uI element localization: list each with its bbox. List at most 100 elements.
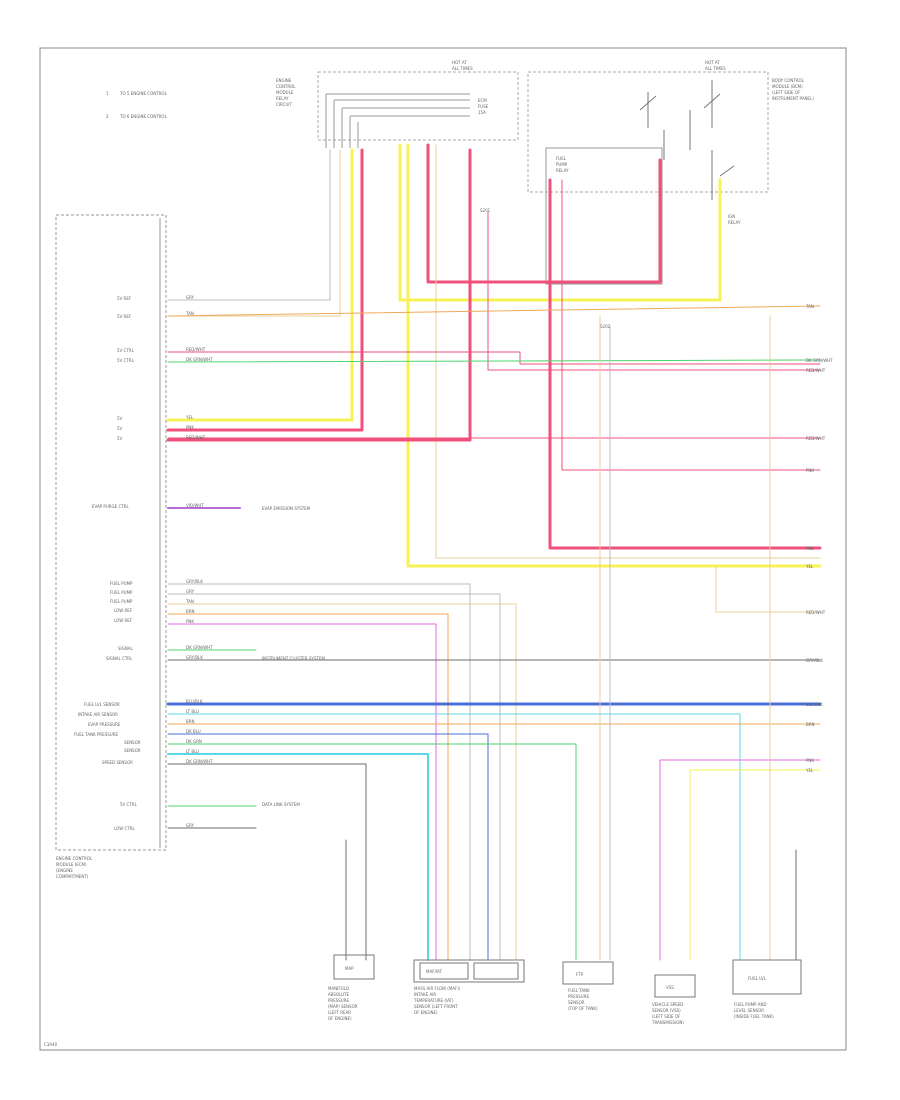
wire-redwht-ctrl (167, 351, 821, 365)
ecm-pin-label: SENSOR (124, 740, 141, 745)
relay-box-label: FUEL (556, 156, 567, 161)
wire-pink-vss (659, 759, 821, 961)
wire-gray-5vref (167, 149, 331, 301)
component-box-inner (473, 962, 519, 980)
legend-text-2: TO 6 ENGINE CONTROL (119, 114, 168, 119)
diagram-frame (39, 47, 847, 1051)
ecm-caption-3: (ENGINE (56, 868, 73, 873)
ecm-pin-label: FUEL PUMP (110, 599, 133, 604)
component-fuel-level: FUEL LVL FUEL PUMP AND LEVEL SENSOR (INS… (732, 959, 802, 1019)
right-wire-label: BRN (806, 722, 815, 727)
wire-tan-long (435, 144, 821, 559)
relay-right-caption: INSTRUMENT PANEL) (772, 96, 814, 101)
fuse-left-label: HOT AT (452, 60, 467, 65)
notes: INSTRUMENT CLUSTER SYSTEM EVAP EMISSION … (262, 506, 325, 807)
wire-tan-5vref (167, 149, 341, 317)
wire-color-label: VIO/WHT (186, 503, 204, 508)
wire-color-label: TAN (185, 311, 194, 316)
right-wire-label: RED/WHT (806, 610, 826, 615)
wire-gray-spd (167, 763, 367, 961)
note-evap: EVAP EMISSION SYSTEM (262, 506, 311, 511)
wire-color-label: BLU/BLK (186, 699, 203, 704)
wire-orange-tan (167, 305, 821, 317)
note-data-link: DATA LINK SYSTEM (262, 802, 300, 807)
footer-code: C3A40 (44, 1042, 58, 1047)
component-map-sensor: MAP MANIFOLD ABSOLUTE PRESSURE (MAP) SEN… (328, 954, 375, 1021)
ecm-pin-label: SPEED SENSOR (102, 760, 133, 765)
ecm-pin-label: SENSOR (124, 748, 141, 753)
wire-color-label: GRY (186, 295, 195, 300)
wire-green-ctrl (167, 359, 821, 363)
ecm-caption-4: COMPARTMENT) (56, 874, 89, 879)
component-box-inner (419, 962, 469, 980)
component-caption: PRESSURE (328, 998, 350, 1003)
ecm-pin-labels: 5V REF 5V REF 5V CTRL 5V CTRL 5V 5V 5V E… (74, 296, 141, 831)
fuse-mid-label: FUSE (478, 104, 489, 109)
wire-color-label: GRY (186, 823, 195, 828)
component-box (732, 959, 802, 995)
right-wire-label: YEL (805, 768, 814, 773)
wire-color-label: YEL (185, 415, 194, 420)
wire-color-label: DK GRN (186, 739, 202, 744)
wire-brn-low (167, 613, 449, 961)
switch-label: IGN (728, 214, 735, 219)
wire-color-label: GRY/BLK (186, 655, 203, 660)
component-ftp-sensor: FTP FUEL TANK PRESSURE SENSOR (TOP OF TA… (562, 961, 614, 1011)
component-box-label: FUEL LVL (748, 976, 767, 981)
relay-left-caption: CIRCUIT (276, 102, 292, 107)
wire-yellow-vss (689, 769, 821, 961)
wire-color-label: LT BLU (186, 749, 199, 754)
component-caption: PRESSURE (568, 994, 590, 999)
fuse-mid-label: 15A (478, 110, 486, 115)
ecm-pin-label: LOW REF (114, 608, 133, 613)
component-caption: FUEL PUMP AND (734, 1002, 767, 1007)
wire-red-5v2 (166, 148, 472, 442)
ecm-pin-label: 5V (117, 416, 123, 421)
component-box-label: MAP (345, 966, 354, 971)
ecm-pin-label: SIGNAL (118, 646, 134, 651)
wire-color-label: BRN (186, 609, 195, 614)
fuse-left-label: ALL TIMES (452, 66, 473, 71)
component-caption: MANIFOLD (328, 986, 349, 991)
ecm-pin-label: FUEL TANK PRESSURE (74, 732, 119, 737)
switch-label: RELAY (728, 220, 741, 225)
wire-tan-fuel (167, 603, 517, 961)
wire-pink-low (167, 623, 437, 961)
component-box-label: FTP (576, 972, 584, 977)
note-instrument-cluster: INSTRUMENT CLUSTER SYSTEM (262, 656, 325, 661)
ecm-pin-label: EVAP PURGE CTRL (92, 504, 129, 509)
component-caption: LEVEL SENSOR (734, 1008, 764, 1013)
relay-right-caption: BODY CONTROL (772, 78, 805, 83)
wire-color-label: RED/WHT (186, 435, 206, 440)
ecm-caption-2: MODULE (ECM) (56, 862, 87, 867)
component-box (413, 959, 525, 983)
ecm-pin-label: LOW REF (114, 618, 133, 623)
ecm-pin-label: FUEL PUMP (110, 581, 133, 586)
top-relay-left: ENGINE CONTROL MODULE RELAY CIRCUIT HOT … (276, 60, 519, 148)
relay-right-caption: (LEFT SIDE OF (772, 90, 801, 95)
wire-color-label: PNK (186, 425, 194, 430)
ecm-pin-label: 5V REF (117, 314, 132, 319)
component-maf-sensor: MAF/IAT MASS AIR FLOW (MAF)/ INTAKE AIR … (413, 959, 525, 1015)
relay-left-inner (326, 93, 470, 117)
component-caption: VEHICLE SPEED (652, 1002, 683, 1007)
ecm-pin-label: 5V (117, 436, 123, 441)
legend-text-1: TO 5 ENGINE CONTROL (119, 91, 168, 96)
splice-label: S202 (600, 324, 611, 329)
relay-right-box (527, 71, 769, 193)
right-wire-label: BLU/BLK (806, 702, 823, 707)
fuse-mid-label: ECM (478, 98, 487, 103)
top-relay-right: HOT AT ALL TIMES BODY CONTROL MODULE (BC… (527, 60, 814, 285)
legend-marker-1: 1 (106, 91, 109, 96)
wire-yellow-ign (398, 143, 722, 302)
relay-right-caption: MODULE (BCM) (772, 84, 803, 89)
wire-red-pnk (561, 179, 821, 471)
ecm-pin-label: INTAKE AIR SENSOR (78, 712, 118, 717)
wire-color-label: GRY/BLK (186, 579, 203, 584)
relay-switch-sketch (639, 80, 735, 200)
component-caption: OF ENGINE) (414, 1010, 438, 1015)
ecm-pin-label: 5V REF (117, 296, 132, 301)
relay-box-label: PUMP (556, 162, 568, 167)
